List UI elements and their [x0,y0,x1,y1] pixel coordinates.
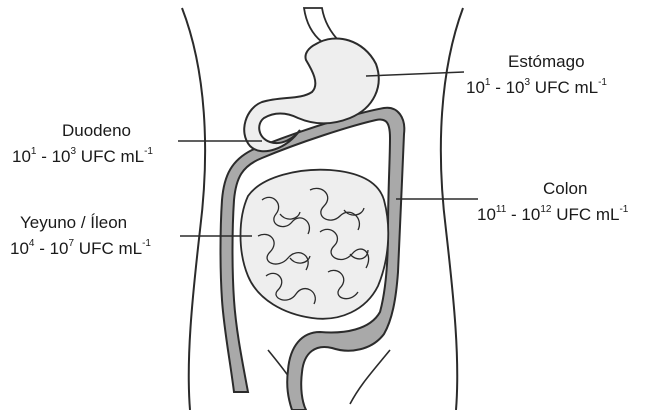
label-duodeno-name: Duodeno [12,118,212,144]
label-colon-name: Colon [477,176,666,202]
label-estomago-name: Estómago [466,49,656,75]
leader-line-estomago [366,72,464,76]
label-duodeno: Duodeno 101 - 103 UFC mL-1 [12,118,212,170]
label-yeyuno-ileon-count: 104 - 107 UFC mL-1 [10,236,210,262]
torso-left-outline [182,8,205,410]
label-colon-count: 1011 - 1012 UFC mL-1 [477,202,666,228]
pelvis-outline [268,350,390,404]
label-yeyuno-ileon-name: Yeyuno / Íleon [10,210,210,236]
torso-right-outline [441,8,463,410]
esophagus-shape [304,8,340,42]
label-yeyuno-ileon: Yeyuno / Íleon 104 - 107 UFC mL-1 [10,210,210,262]
label-duodeno-count: 101 - 103 UFC mL-1 [12,144,212,170]
label-colon: Colon 1011 - 1012 UFC mL-1 [477,176,666,228]
label-estomago-count: 101 - 103 UFC mL-1 [466,75,656,101]
label-estomago: Estómago 101 - 103 UFC mL-1 [466,49,656,101]
